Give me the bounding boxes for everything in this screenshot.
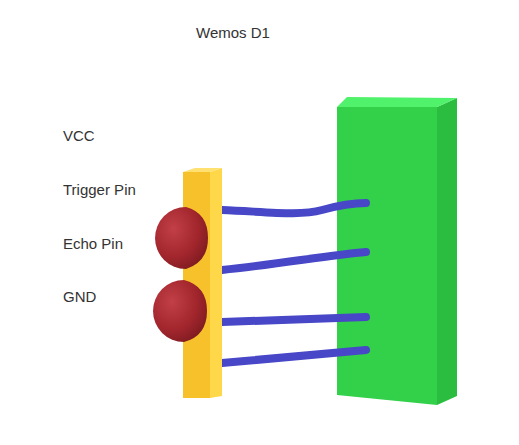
pin-label: VCC bbox=[63, 127, 95, 145]
pin-label: GND bbox=[63, 288, 96, 306]
wire-vcc bbox=[222, 203, 366, 213]
wire-trigger bbox=[222, 252, 366, 270]
wire-echo bbox=[222, 317, 366, 322]
board-title: Wemos D1 bbox=[196, 24, 270, 42]
bar-side bbox=[210, 168, 222, 398]
sensor-dome bbox=[155, 207, 208, 269]
board-side bbox=[437, 98, 457, 405]
sensor-dome bbox=[153, 280, 207, 342]
wire-gnd bbox=[222, 350, 366, 363]
pin-label: Echo Pin bbox=[63, 235, 123, 253]
wires bbox=[222, 203, 366, 363]
board-top bbox=[337, 97, 457, 107]
pin-label: Trigger Pin bbox=[63, 181, 136, 199]
bar-top bbox=[183, 168, 222, 172]
